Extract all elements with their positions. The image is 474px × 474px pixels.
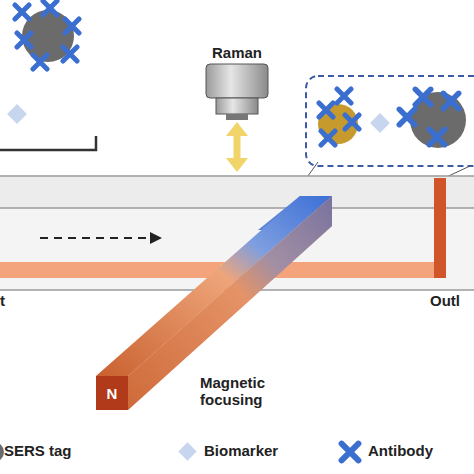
raman-objective: Raman	[200, 40, 274, 120]
outlet-label: Outl	[430, 292, 460, 309]
inlet-label: t	[0, 292, 5, 309]
magnet-end: NMagnetic focusing	[96, 376, 128, 410]
legend-text: SERS tag	[4, 442, 72, 459]
legend-text: Antibody	[368, 442, 433, 459]
node-label: Raman	[212, 44, 262, 61]
node-heading: Magnetic focusing	[200, 374, 290, 408]
legend-text: Biomarker	[204, 442, 278, 459]
node-label: N	[107, 385, 118, 402]
